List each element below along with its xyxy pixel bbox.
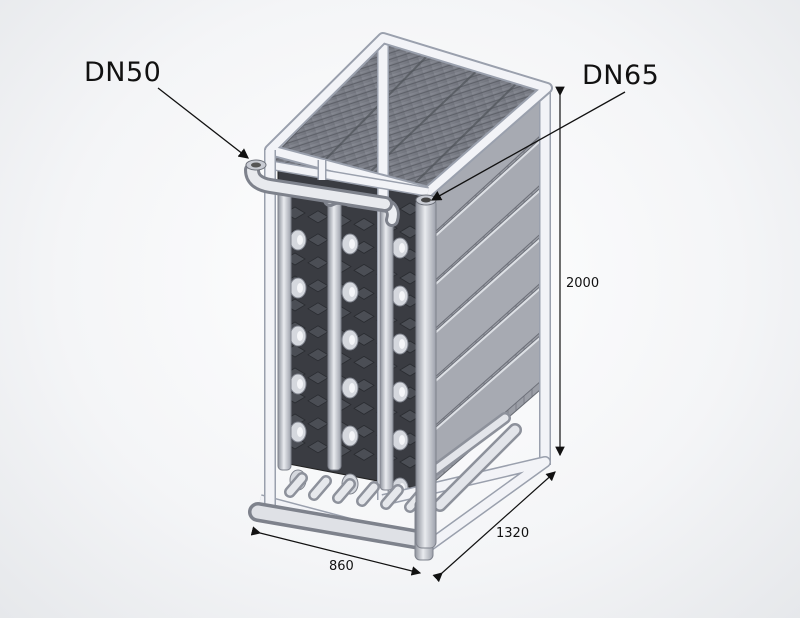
vertical-manifold-pipe (379, 204, 394, 491)
panel-diamond (353, 217, 375, 231)
spray-nozzle (391, 429, 409, 451)
width-dimension-label: 860 (329, 559, 354, 574)
spray-nozzle (289, 229, 307, 251)
callout-leaders (157, 87, 626, 201)
inlet-pipe-dn50 (244, 159, 393, 212)
spray-nozzle (289, 325, 307, 347)
panel-diamond (353, 332, 375, 346)
spray-nozzle (289, 421, 307, 443)
panel-diamond (353, 401, 375, 415)
panel-diamond (353, 240, 375, 254)
spray-nozzle (391, 237, 409, 259)
collector-stub (332, 478, 356, 504)
panel-diamond (353, 263, 375, 277)
width-dimension-line (250, 526, 422, 576)
dimension-lines (250, 86, 565, 583)
vertical-manifold-pipe (327, 197, 342, 471)
panel-diamond (353, 355, 375, 369)
spray-nozzle (341, 329, 359, 351)
dn65-label: DN65 (582, 60, 660, 91)
spray-nozzle (341, 281, 359, 303)
spray-nozzle (391, 333, 409, 355)
collector-stub (284, 472, 308, 498)
spray-nozzle (341, 377, 359, 399)
panel-diamond (353, 309, 375, 323)
outlet-pipe-dn65 (415, 194, 437, 549)
panel-diamond (353, 447, 375, 461)
spray-nozzle (341, 425, 359, 447)
spray-nozzle (289, 373, 307, 395)
depth-dimension-line (432, 471, 556, 583)
depth-dimension-label: 1320 (496, 526, 530, 541)
spray-nozzle (391, 381, 409, 403)
dn65-leader-line (430, 91, 626, 201)
spray-nozzle (341, 233, 359, 255)
panel-diamond (353, 286, 375, 300)
panel-diamond (353, 424, 375, 438)
spray-nozzle (289, 277, 307, 299)
panel-diamond (353, 378, 375, 392)
collector-stub (380, 484, 404, 510)
dn50-label: DN50 (84, 57, 162, 88)
collector-stub (356, 481, 380, 507)
height-dimension-label: 2000 (566, 276, 600, 291)
dn50-leader-line (157, 87, 250, 159)
vertical-manifold-pipe (277, 189, 292, 471)
collector-stub (308, 475, 332, 501)
spray-nozzle (391, 285, 409, 307)
